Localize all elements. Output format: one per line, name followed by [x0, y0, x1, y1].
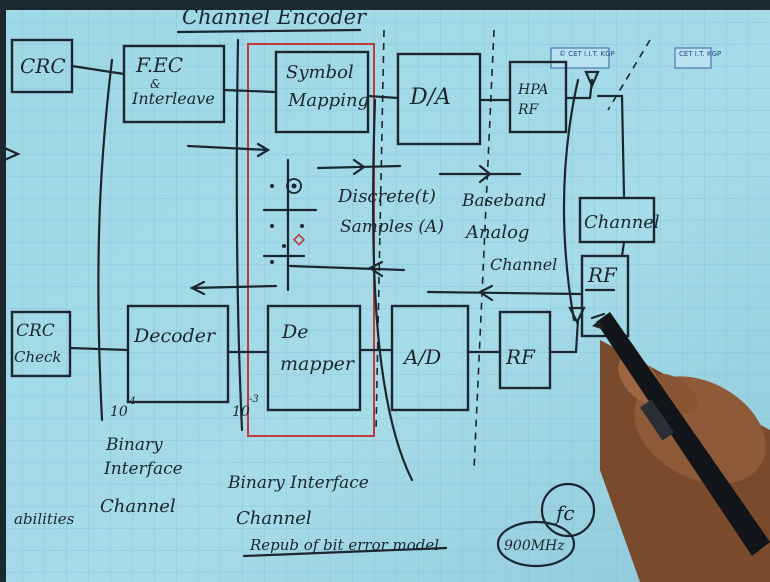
mapping-label: Mapping	[287, 90, 369, 111]
binary-mid-2: Channel	[236, 508, 312, 529]
fec-label: F.EC	[135, 53, 183, 77]
fc-label: fc	[554, 501, 575, 525]
binary-left-1: Binary	[105, 435, 163, 455]
rf-rx-label: RF	[505, 345, 536, 369]
left-edge-text: abilities	[14, 510, 75, 528]
crc-check-label-1: CRC	[16, 321, 55, 341]
channel-encoder-title: Channel Encoder	[182, 5, 368, 29]
ber-mid-exp: -3	[249, 394, 259, 405]
discrete-label: Discrete(t)	[337, 186, 436, 207]
binary-left-3: Channel	[100, 496, 176, 517]
baseband-label: Baseband	[461, 191, 546, 211]
ber-left-exp: -4	[126, 396, 136, 407]
interleave-label: Interleave	[131, 89, 215, 108]
hpa-label: HPA	[517, 82, 548, 98]
hpa-rf-label: RF	[517, 102, 540, 118]
dac-label: D/A	[409, 85, 451, 110]
cet-logo-1: © CET I.I.T. KGP	[559, 50, 615, 58]
demapper-label-1: De	[281, 321, 308, 343]
binary-mid-1: Binary Interface	[227, 473, 369, 493]
channel-annot-label: Channel	[490, 255, 557, 274]
ber-mid-label: 10	[232, 404, 250, 420]
crc-check-label-2: Check	[14, 348, 62, 366]
crc-label: CRC	[20, 54, 66, 78]
binary-left-2: Interface	[103, 459, 183, 479]
cet-logo-2: CET I.T. KGP	[679, 50, 721, 58]
symbol-label: Symbol	[286, 62, 354, 83]
demapper-label-2: mapper	[280, 353, 356, 375]
samples-label: Samples (A)	[340, 217, 444, 237]
adc-label: A/D	[402, 345, 441, 369]
analog-label: Analog	[464, 222, 529, 243]
rf-right-label: RF	[587, 263, 618, 287]
decoder-label: Decoder	[133, 325, 217, 347]
freq-label: 900MHz	[504, 538, 565, 554]
channel-box-label: Channel	[584, 212, 660, 233]
